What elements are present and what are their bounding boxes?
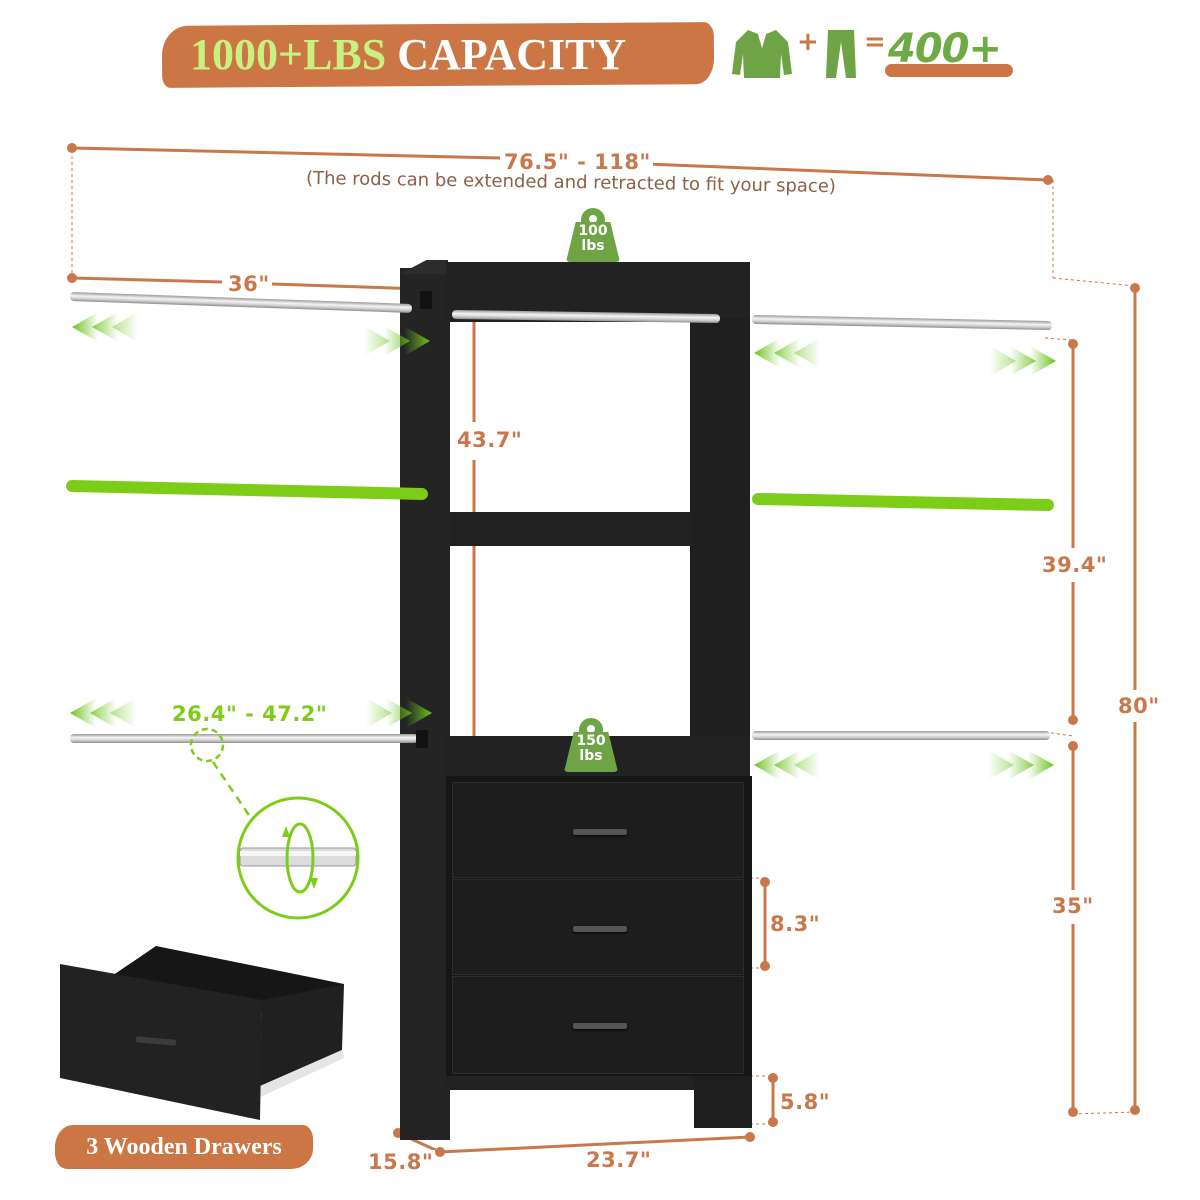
weight-value: 100	[578, 223, 608, 239]
drawers-ribbon-label: 3 Wooden Drawers	[86, 1134, 282, 1160]
capacity-value: 1000+LBS	[190, 30, 387, 79]
drawer-3[interactable]	[452, 976, 744, 1074]
extend-left-arrow-icon	[70, 698, 136, 728]
side-rod-lower-left[interactable]	[70, 734, 418, 743]
extend-left-arrow-icon	[754, 338, 820, 368]
weight-badge-150: 150 lbs	[564, 718, 618, 772]
weight-unit: lbs	[581, 238, 605, 254]
drawers-ribbon	[55, 1125, 313, 1169]
extend-right-arrow-icon	[988, 750, 1054, 780]
pants-icon	[826, 30, 856, 78]
total-height-label: 80"	[1116, 694, 1162, 718]
count-underline	[885, 64, 1013, 77]
closet-base-top	[446, 1076, 752, 1090]
closet-base-right	[694, 1076, 752, 1128]
twist-lock-callout	[189, 727, 360, 920]
plus-sign: +	[797, 27, 819, 57]
extend-right-arrow-icon	[990, 346, 1056, 376]
base-height-label: 5.8"	[778, 1090, 833, 1114]
width-label: 23.7"	[584, 1148, 654, 1172]
extend-left-arrow-icon	[72, 312, 138, 342]
upper-opening-height-label: 43.7"	[457, 428, 523, 452]
equals-sign: =	[864, 27, 886, 57]
capacity-label: CAPACITY	[397, 30, 627, 79]
weight-badge-100: 100 lbs	[566, 208, 620, 262]
depth-label: 15.8"	[366, 1150, 436, 1174]
drawer-handle[interactable]	[573, 926, 627, 932]
extend-right-arrow-icon	[364, 326, 430, 356]
open-drawer-illustration	[60, 946, 344, 1120]
closet-middle-shelf	[450, 512, 692, 546]
drawer-height-label: 8.3"	[768, 912, 823, 936]
weight-unit: lbs	[579, 748, 603, 764]
adjustable-rod-label: 26.4" - 47.2"	[172, 702, 328, 726]
closet-right-upright	[690, 318, 750, 778]
rod-bracket	[420, 291, 432, 309]
extend-right-arrow-icon	[366, 698, 432, 728]
drawer-handle[interactable]	[573, 1023, 627, 1029]
extend-left-arrow-icon	[754, 750, 820, 780]
rod-bracket	[416, 730, 428, 748]
rod-length-label: 36"	[226, 272, 272, 296]
capacity-banner-text: 1000+LBS CAPACITY	[190, 26, 626, 84]
side-rod-lower-right[interactable]	[752, 731, 1050, 740]
weight-value: 150	[576, 733, 606, 749]
total-width-label: 76.5" - 118"	[502, 150, 653, 174]
drawer-1[interactable]	[452, 782, 744, 878]
clothes-count: 400+	[888, 26, 1002, 72]
drawer-handle[interactable]	[573, 829, 627, 835]
jacket-icon	[732, 30, 792, 78]
drawer-2[interactable]	[452, 879, 744, 975]
upper-rod-gap-label: 39.4"	[1040, 553, 1110, 577]
lower-rod-height-label: 35"	[1050, 894, 1096, 918]
